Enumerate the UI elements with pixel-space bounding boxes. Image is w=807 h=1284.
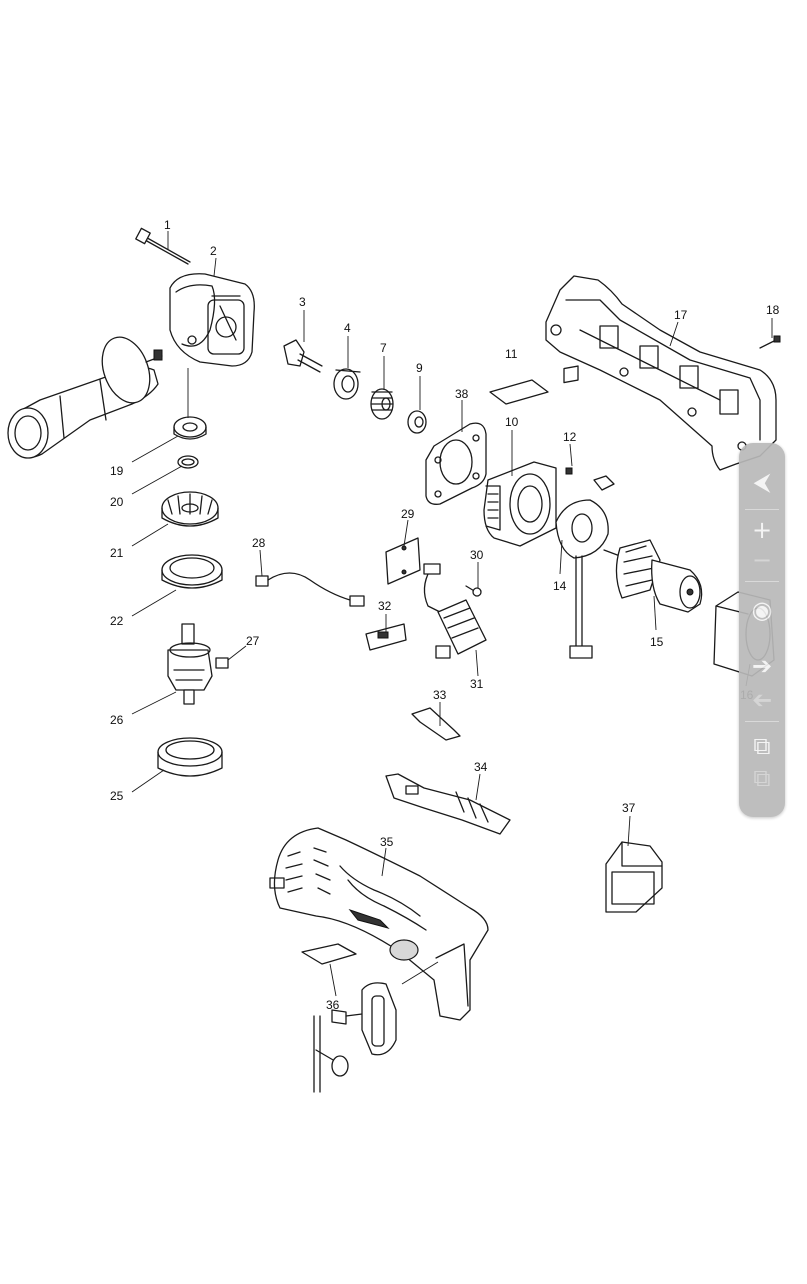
toolbar-divider: [745, 721, 779, 722]
part-switch-31: [423, 563, 487, 659]
part-screw-18: [759, 335, 781, 349]
callout-1: 1: [164, 218, 171, 232]
part-pcb-29: [385, 537, 421, 585]
callout-14: 14: [553, 579, 567, 593]
callout-26: 26: [110, 713, 124, 727]
callout-35: 35: [380, 835, 394, 849]
callout-37: 37: [622, 801, 636, 815]
part-block-27: [215, 657, 229, 669]
callout-27: 27: [246, 634, 260, 648]
part-cover-plate: [361, 982, 397, 1056]
callout-15: 15: [650, 635, 664, 649]
part-wire-28: [255, 572, 365, 607]
callout-31: 31: [470, 677, 484, 691]
part-terminal-37: [605, 841, 663, 913]
leader-lines: [131, 231, 773, 997]
toolbar-divider: [745, 581, 779, 582]
callout-19: 19: [110, 464, 124, 478]
part-bolt-1: [135, 227, 191, 265]
part-gear-7: [370, 388, 394, 420]
part-ring-22: [161, 554, 223, 589]
next-page-button[interactable]: ➔: [751, 652, 773, 680]
callout-4: 4: [344, 321, 351, 335]
part-bevel-gear-21: [161, 491, 219, 527]
part-side-handle: [7, 336, 163, 459]
part-bearing-4: [333, 368, 361, 400]
callout-12: 12: [563, 430, 577, 444]
callout-21: 21: [110, 546, 124, 560]
callout-38: 38: [455, 387, 469, 401]
paste-pages-button[interactable]: ⧉: [753, 764, 771, 792]
part-gear-housing-2: [169, 273, 255, 367]
part-armature-15: [603, 539, 703, 613]
part-hex-key: [313, 1009, 363, 1093]
part-bearing-9: [407, 410, 427, 434]
callout-10: 10: [505, 415, 519, 429]
toolbar-divider: [745, 509, 779, 510]
callout-3: 3: [299, 295, 306, 309]
page-number-icon[interactable]: ◉: [751, 596, 773, 624]
callout-7: 7: [380, 341, 387, 355]
callout-36: 36: [326, 998, 340, 1012]
back-arrow-icon[interactable]: ⮜: [753, 468, 771, 496]
part-housing-17: [545, 275, 777, 471]
callout-28: 28: [252, 536, 266, 550]
callout-17: 17: [674, 308, 688, 322]
callout-25: 25: [110, 789, 124, 803]
part-brush-12: [563, 365, 615, 491]
callout-32: 32: [378, 599, 392, 613]
callout-30: 30: [470, 548, 484, 562]
zoom-out-button[interactable]: −: [751, 546, 773, 574]
part-lever-32: [365, 623, 407, 651]
part-gasket-38: [425, 422, 487, 505]
callout-numbers: 1 2 3 4 7 9 10 11 12 14 15 16 17 18 19 2…: [110, 218, 780, 1012]
part-chuck-26: [167, 623, 213, 705]
callout-2: 2: [210, 244, 217, 258]
part-spindle-3: [283, 339, 323, 373]
part-commutator-plate-14: [555, 499, 609, 659]
viewer-toolbar: ⮜ + − ◉ ➔ ➔ ⧉ ⧉: [739, 443, 785, 817]
zoom-in-button[interactable]: +: [751, 516, 773, 544]
part-trigger-34: [385, 773, 511, 835]
part-main-housing-35: [269, 827, 489, 1021]
callout-20: 20: [110, 495, 124, 509]
part-screw-30: [465, 585, 482, 597]
callout-9: 9: [416, 361, 423, 375]
callout-22: 22: [110, 614, 124, 628]
part-ring-25: [157, 737, 223, 777]
part-label-11: [489, 379, 549, 405]
part-label-36: [301, 943, 357, 965]
callout-34: 34: [474, 760, 488, 774]
callout-18: 18: [766, 303, 780, 317]
callout-29: 29: [401, 507, 415, 521]
part-spring-plate-33: [411, 707, 461, 741]
previous-page-button[interactable]: ➔: [751, 686, 773, 714]
part-retaining-ring-20: [177, 455, 199, 469]
callout-11: 11: [505, 347, 518, 361]
part-bearing-19: [173, 416, 207, 440]
copy-pages-button[interactable]: ⧉: [753, 732, 771, 760]
part-motor-housing-10: [483, 461, 557, 547]
callout-33: 33: [433, 688, 447, 702]
